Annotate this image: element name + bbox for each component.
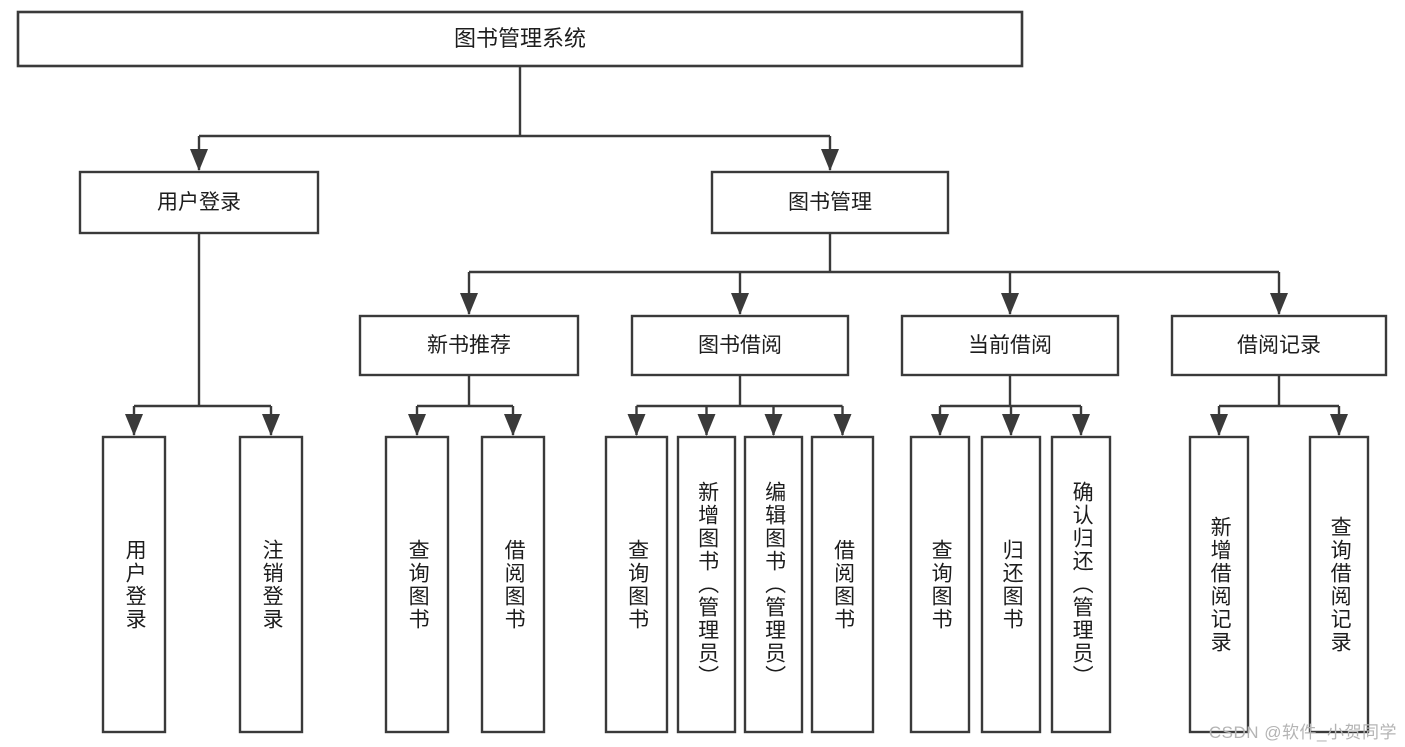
arrow-head-icon <box>1001 293 1019 315</box>
arrow-head-icon <box>731 293 749 315</box>
node-label-book-borrow: 图书借阅 <box>698 334 782 357</box>
node-label-current-borrow: 当前借阅 <box>968 334 1052 357</box>
node-box-leaf-add-book[interactable] <box>676 435 737 734</box>
node-boxes-layer <box>16 10 1388 734</box>
arrow-head-icon <box>931 414 949 436</box>
arrow-head-icon <box>190 149 208 171</box>
node-box-root[interactable] <box>16 10 1024 68</box>
node-label-borrow-record: 借阅记录 <box>1237 334 1321 357</box>
node-box-book-borrow[interactable] <box>630 314 850 377</box>
watermark-text: CSDN @软件_小贺同学 <box>1208 723 1397 742</box>
node-box-book-manage[interactable] <box>710 170 950 235</box>
arrow-head-icon <box>1270 293 1288 315</box>
arrow-head-icon <box>408 414 426 436</box>
arrow-head-icon <box>821 149 839 171</box>
node-box-leaf-borrow-book[interactable] <box>810 435 875 734</box>
node-box-leaf-add-record[interactable] <box>1188 435 1250 734</box>
arrow-head-icon <box>1072 414 1090 436</box>
arrow-head-icon <box>627 414 646 436</box>
arrow-head-icon <box>125 414 143 436</box>
node-box-leaf-borrow-book-rec[interactable] <box>480 435 546 734</box>
node-box-leaf-query-record[interactable] <box>1308 435 1370 734</box>
arrow-head-icon <box>460 293 478 315</box>
node-box-leaf-query-book-cur[interactable] <box>909 435 971 734</box>
node-box-leaf-query-book-borrow[interactable] <box>604 435 669 734</box>
node-label-user-login: 用户登录 <box>157 191 241 214</box>
node-box-borrow-record[interactable] <box>1170 314 1388 377</box>
arrow-head-icon <box>1210 414 1228 436</box>
node-label-book-manage: 图书管理 <box>788 191 872 214</box>
arrow-head-icon <box>504 414 522 436</box>
node-box-new-book-recommend[interactable] <box>358 314 580 377</box>
node-box-leaf-query-book-rec[interactable] <box>384 435 450 734</box>
node-label-new-book-recommend: 新书推荐 <box>427 334 511 357</box>
node-box-leaf-user-logout[interactable] <box>238 435 304 734</box>
arrow-head-icon <box>1330 414 1348 436</box>
arrow-head-icon <box>697 414 716 436</box>
node-label-root: 图书管理系统 <box>454 26 586 51</box>
node-box-leaf-confirm-return[interactable] <box>1050 435 1112 734</box>
arrow-head-icon <box>1002 414 1020 436</box>
arrow-head-icon <box>833 414 852 436</box>
node-box-leaf-edit-book[interactable] <box>743 435 804 734</box>
node-box-user-login[interactable] <box>78 170 320 235</box>
node-box-leaf-return-book[interactable] <box>980 435 1042 734</box>
node-box-current-borrow[interactable] <box>900 314 1120 377</box>
arrow-head-icon <box>262 414 280 436</box>
connectors-layer <box>125 66 1348 436</box>
arrow-head-icon <box>764 414 783 436</box>
node-box-leaf-user-login[interactable] <box>101 435 167 734</box>
